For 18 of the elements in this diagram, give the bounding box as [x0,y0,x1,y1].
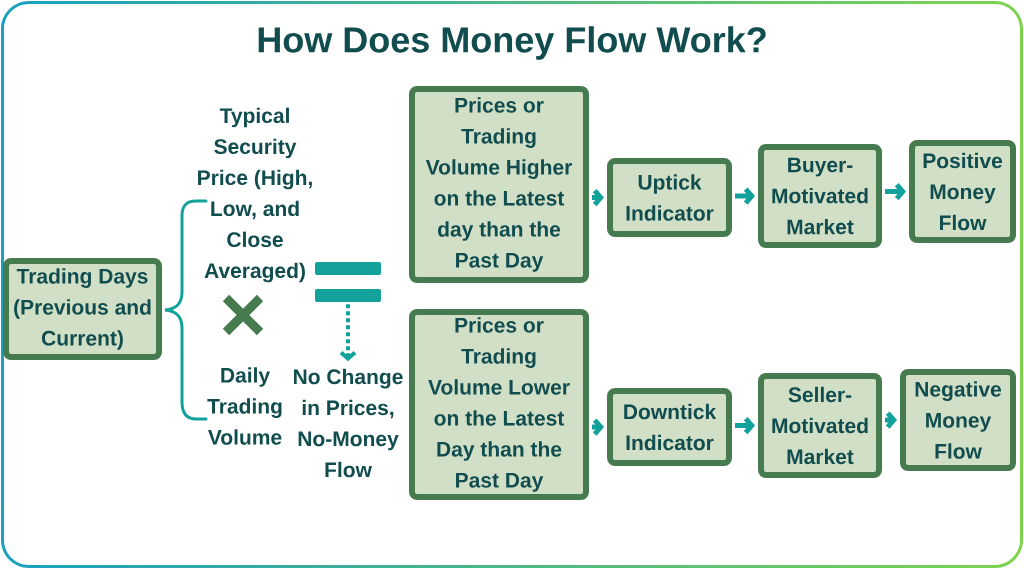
equals-sign [315,262,381,302]
process-box: Seller-Motivated Market [758,373,882,478]
process-box: Prices or Trading Volume Lower on the Latest Day than the Past Day [409,309,589,500]
arrow [735,416,755,435]
process-box: Positive Money Flow [909,140,1016,243]
outcome-text: No Change in Prices, No-Money Flow [294,368,403,478]
process-box: Uptick Indicator [607,158,732,237]
process-box: Buyer-Motivated Market [758,144,882,248]
process-box: Prices or Trading Volume Higher on the Latest day than the Past Day [409,86,589,283]
factor-label: Typical Security Price (High, Low, and Close Averaged) [198,107,312,283]
process-box: Negative Money Flow [900,369,1016,471]
process-box: Downtick Indicator [607,388,732,466]
factor-label: Daily Trading Volume [207,367,282,445]
arrow [735,187,755,205]
dotted-arrow [339,304,357,362]
title: How Does Money Flow Work? [258,26,766,60]
arrow [885,182,906,201]
process-box: Trading Days (Previous and Current) [3,258,162,360]
